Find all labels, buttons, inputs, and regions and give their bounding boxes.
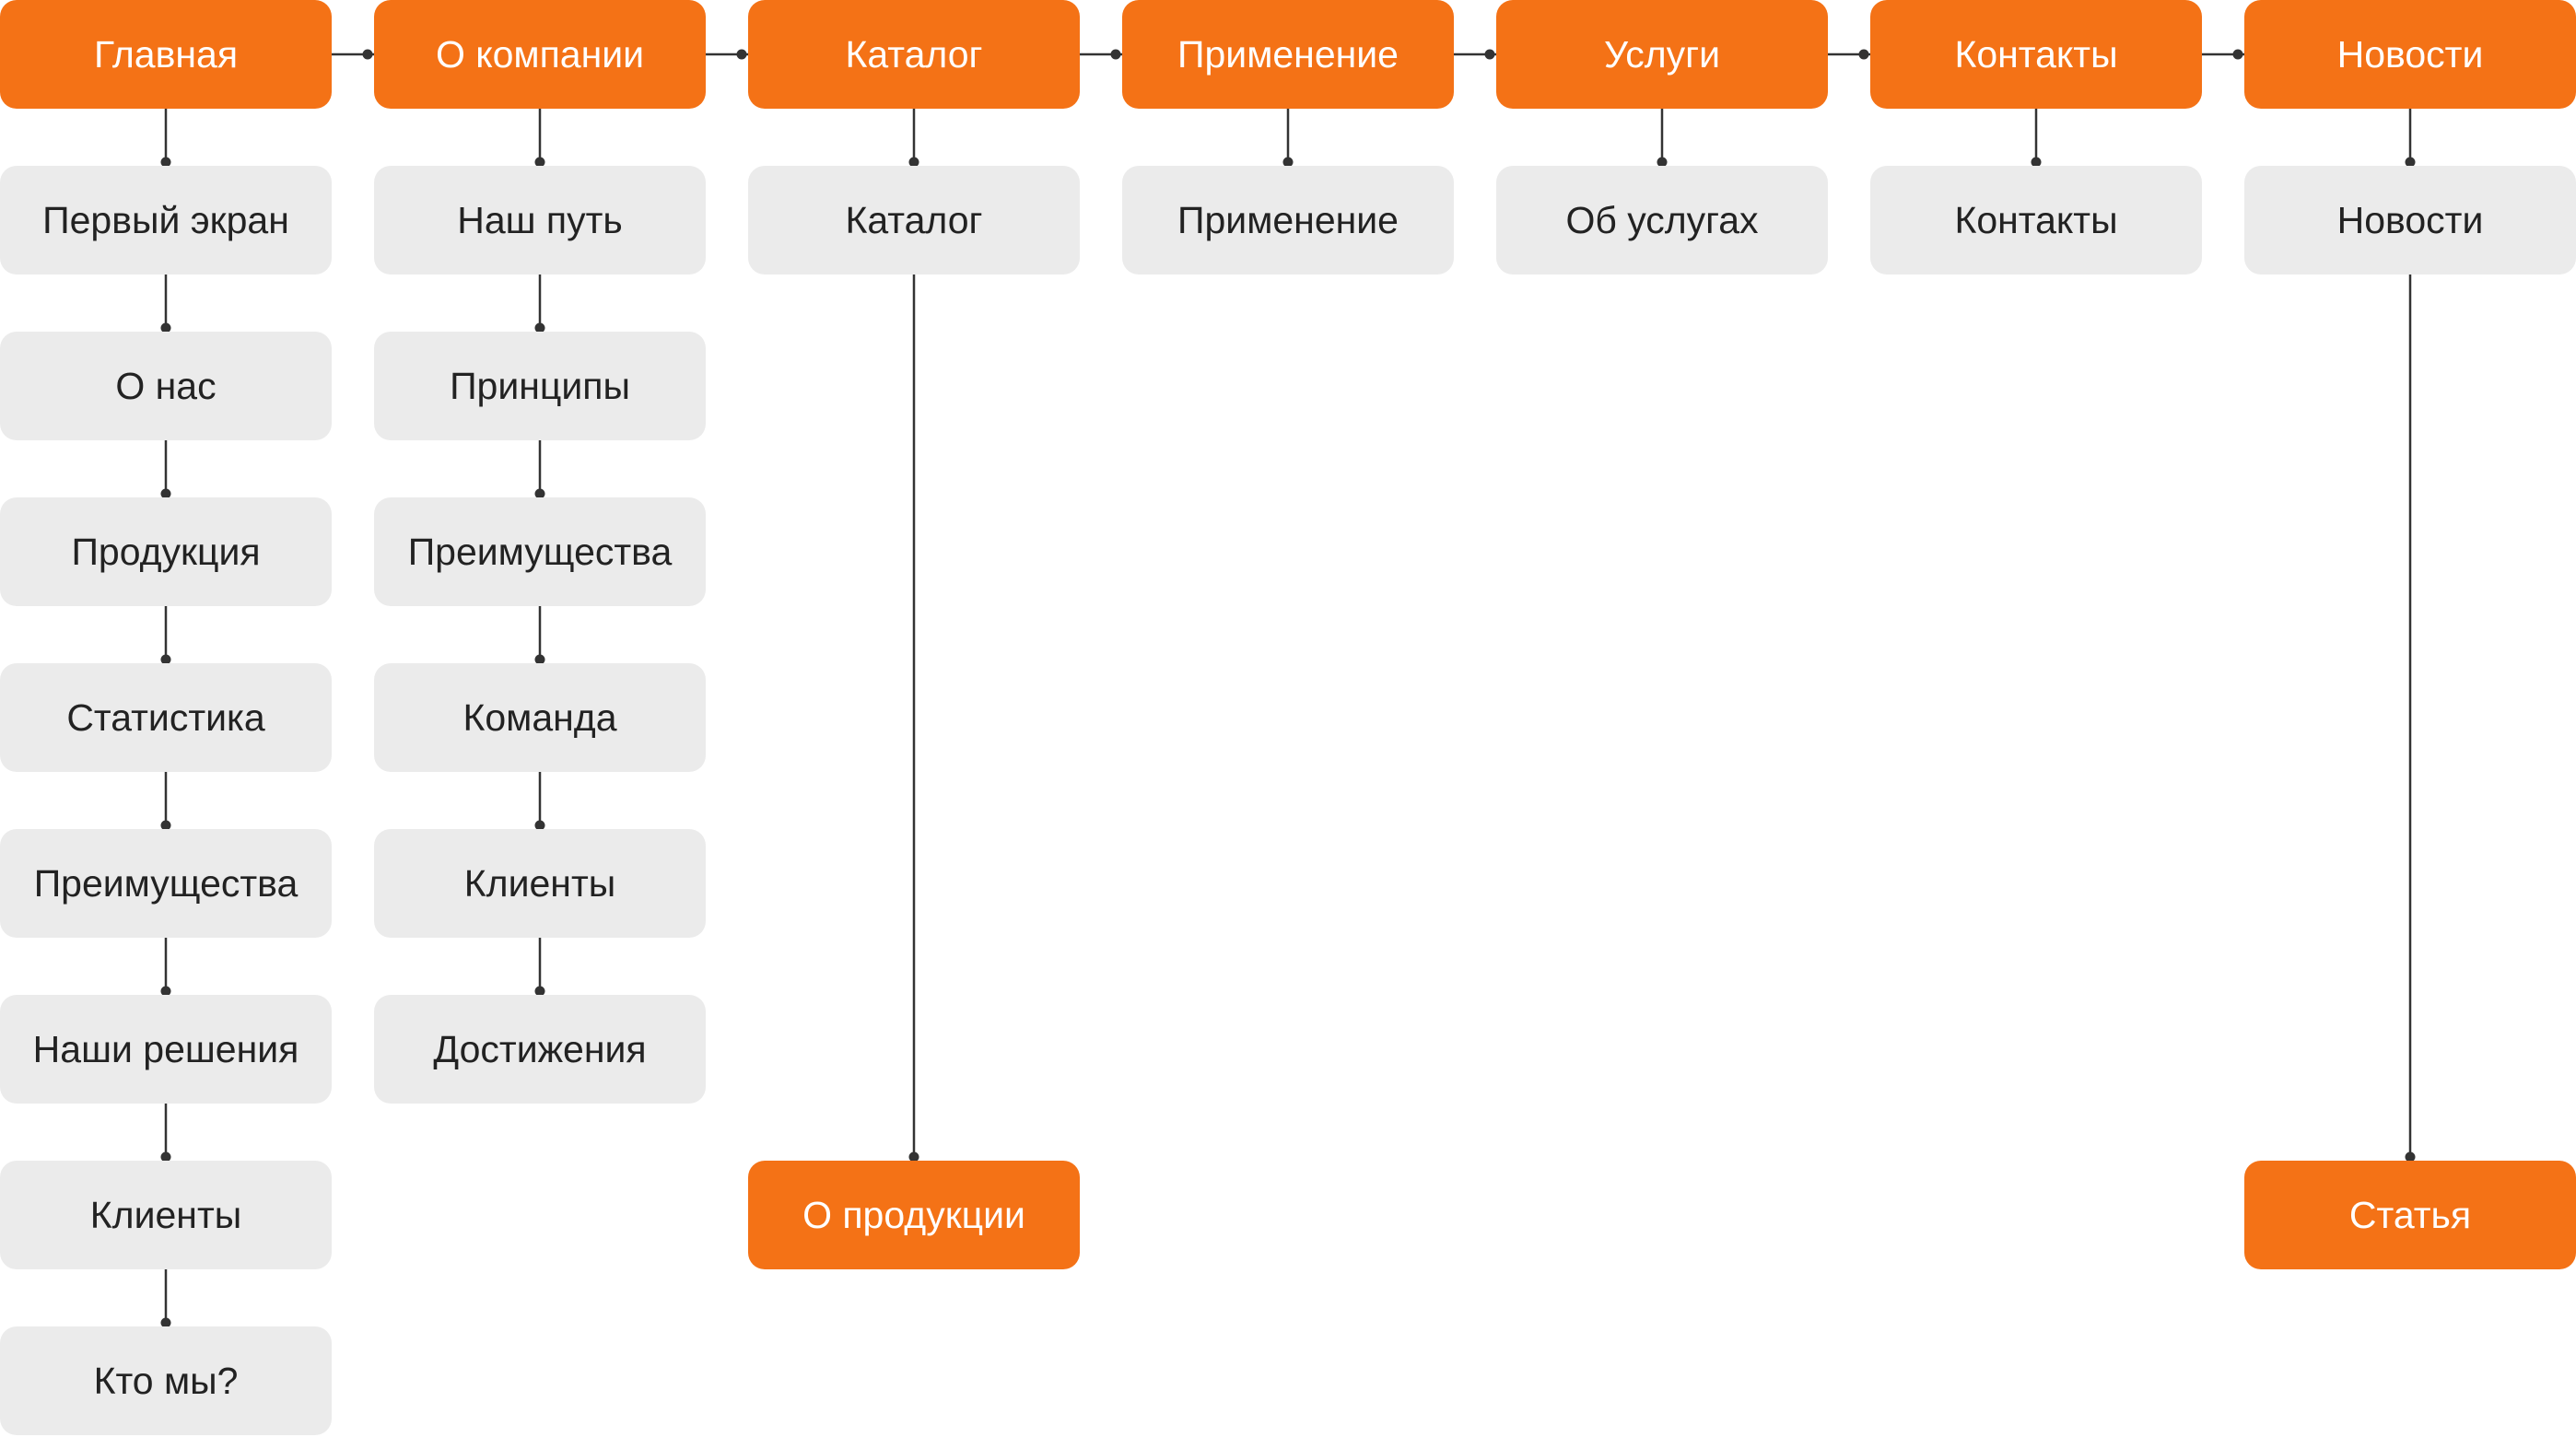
header-link-dot-application bbox=[1484, 49, 1495, 60]
node-company-принципы[interactable]: Принципы bbox=[374, 332, 706, 440]
node-company-преимущества[interactable]: Преимущества bbox=[374, 497, 706, 606]
node-application-применение[interactable]: Применение bbox=[1122, 166, 1454, 275]
node-home-первый-экран[interactable]: Первый экран bbox=[0, 166, 332, 275]
node-company-клиенты[interactable]: Клиенты bbox=[374, 829, 706, 938]
header-link-dot-services bbox=[1858, 49, 1869, 60]
node-home-наши-решения[interactable]: Наши решения bbox=[0, 995, 332, 1104]
node-home-преимущества[interactable]: Преимущества bbox=[0, 829, 332, 938]
nav-header-contacts[interactable]: Контакты bbox=[1870, 0, 2202, 109]
node-services-об-услугах[interactable]: Об услугах bbox=[1496, 166, 1828, 275]
nav-header-news[interactable]: Новости bbox=[2244, 0, 2576, 109]
header-link-dot-catalog bbox=[1110, 49, 1121, 60]
node-news-новости[interactable]: Новости bbox=[2244, 166, 2576, 275]
nav-header-company[interactable]: О компании bbox=[374, 0, 706, 109]
nav-header-home[interactable]: Главная bbox=[0, 0, 332, 109]
node-news-статья[interactable]: Статья bbox=[2244, 1161, 2576, 1269]
node-catalog-о-продукции[interactable]: О продукции bbox=[748, 1161, 1080, 1269]
node-home-о-нас[interactable]: О нас bbox=[0, 332, 332, 440]
node-company-команда[interactable]: Команда bbox=[374, 663, 706, 772]
header-link-dot-contacts bbox=[2232, 49, 2243, 60]
node-home-клиенты[interactable]: Клиенты bbox=[0, 1161, 332, 1269]
node-company-наш-путь[interactable]: Наш путь bbox=[374, 166, 706, 275]
node-catalog-каталог[interactable]: Каталог bbox=[748, 166, 1080, 275]
node-home-кто-мы[interactable]: Кто мы? bbox=[0, 1326, 332, 1435]
nav-header-services[interactable]: Услуги bbox=[1496, 0, 1828, 109]
node-home-продукция[interactable]: Продукция bbox=[0, 497, 332, 606]
node-company-достижения[interactable]: Достижения bbox=[374, 995, 706, 1104]
node-home-статистика[interactable]: Статистика bbox=[0, 663, 332, 772]
header-link-dot-home bbox=[362, 49, 373, 60]
header-link-dot-company bbox=[736, 49, 747, 60]
node-contacts-контакты[interactable]: Контакты bbox=[1870, 166, 2202, 275]
nav-header-catalog[interactable]: Каталог bbox=[748, 0, 1080, 109]
nav-header-application[interactable]: Применение bbox=[1122, 0, 1454, 109]
